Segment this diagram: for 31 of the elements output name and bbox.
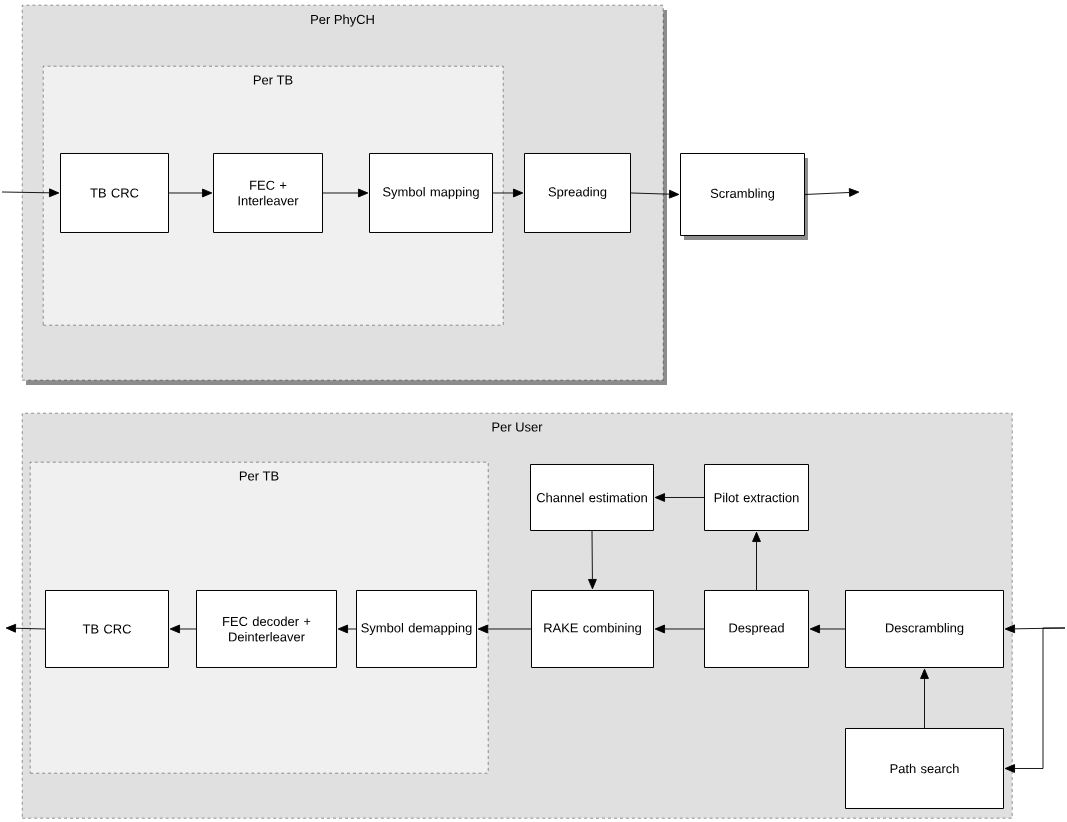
process-box: Path search — [845, 728, 1004, 809]
arrow — [654, 493, 705, 502]
process-box: TB CRC — [60, 153, 169, 233]
process-box: Symbol mapping — [369, 153, 493, 233]
process-box: Channel estimation — [530, 464, 654, 531]
arrow — [630, 189, 680, 199]
process-box: TB CRC — [45, 590, 169, 668]
process-box: Scrambling — [680, 153, 808, 240]
arrow — [920, 668, 929, 729]
arrow — [1, 188, 60, 198]
arrow — [588, 530, 597, 590]
arrow — [752, 531, 761, 591]
arrow — [654, 624, 705, 634]
arrow — [492, 188, 524, 198]
arrow — [477, 624, 532, 634]
arrow — [168, 188, 213, 198]
arrow — [322, 188, 369, 198]
arrow — [809, 624, 846, 634]
process-box: FEC decoder + Deinterleaver — [196, 590, 337, 668]
process-box: FEC + Interleaver — [213, 153, 323, 233]
process-box: Symbol demapping — [356, 590, 477, 668]
process-box: Descrambling — [845, 590, 1004, 668]
arrow — [169, 624, 197, 634]
process-box: Despread — [704, 590, 809, 668]
process-box: Spreading — [524, 153, 631, 233]
arrow — [5, 623, 46, 633]
arrow — [337, 624, 357, 634]
process-box: Pilot extraction — [704, 464, 809, 531]
process-box: RAKE combining — [531, 590, 654, 668]
arrow — [1004, 627, 1066, 773]
arrow — [804, 188, 860, 197]
